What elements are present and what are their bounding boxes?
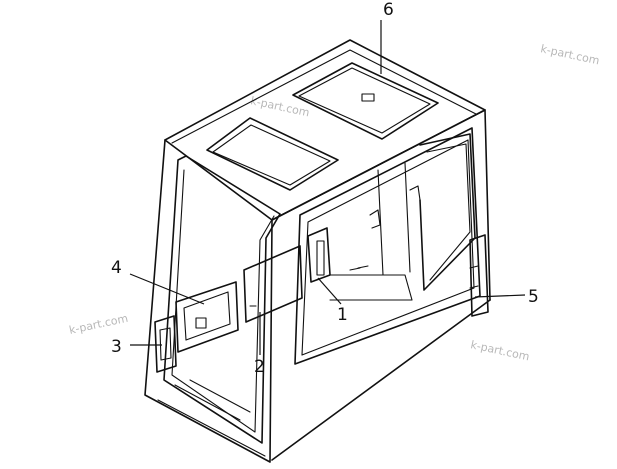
callout-1: 1 xyxy=(337,305,348,325)
roof-hatch xyxy=(292,62,439,140)
plate-part-2 xyxy=(243,245,303,323)
leader-line-4 xyxy=(129,273,205,305)
plate-part-4 xyxy=(175,281,239,353)
callout-2: 2 xyxy=(254,357,265,377)
plate-part-1 xyxy=(307,227,331,283)
watermark-top-right: k-part.com xyxy=(539,42,600,67)
callout-4: 4 xyxy=(111,258,122,278)
callout-6: 6 xyxy=(383,0,394,20)
leader-line-5 xyxy=(474,294,526,298)
plate-part-5 xyxy=(469,234,489,317)
plate-part-3 xyxy=(154,315,177,373)
callout-3: 3 xyxy=(111,337,122,357)
callout-5: 5 xyxy=(528,287,539,307)
watermark-right: k-part.com xyxy=(469,338,530,363)
watermark-left: k-part.com xyxy=(68,312,129,337)
leader-line-1 xyxy=(317,277,342,305)
